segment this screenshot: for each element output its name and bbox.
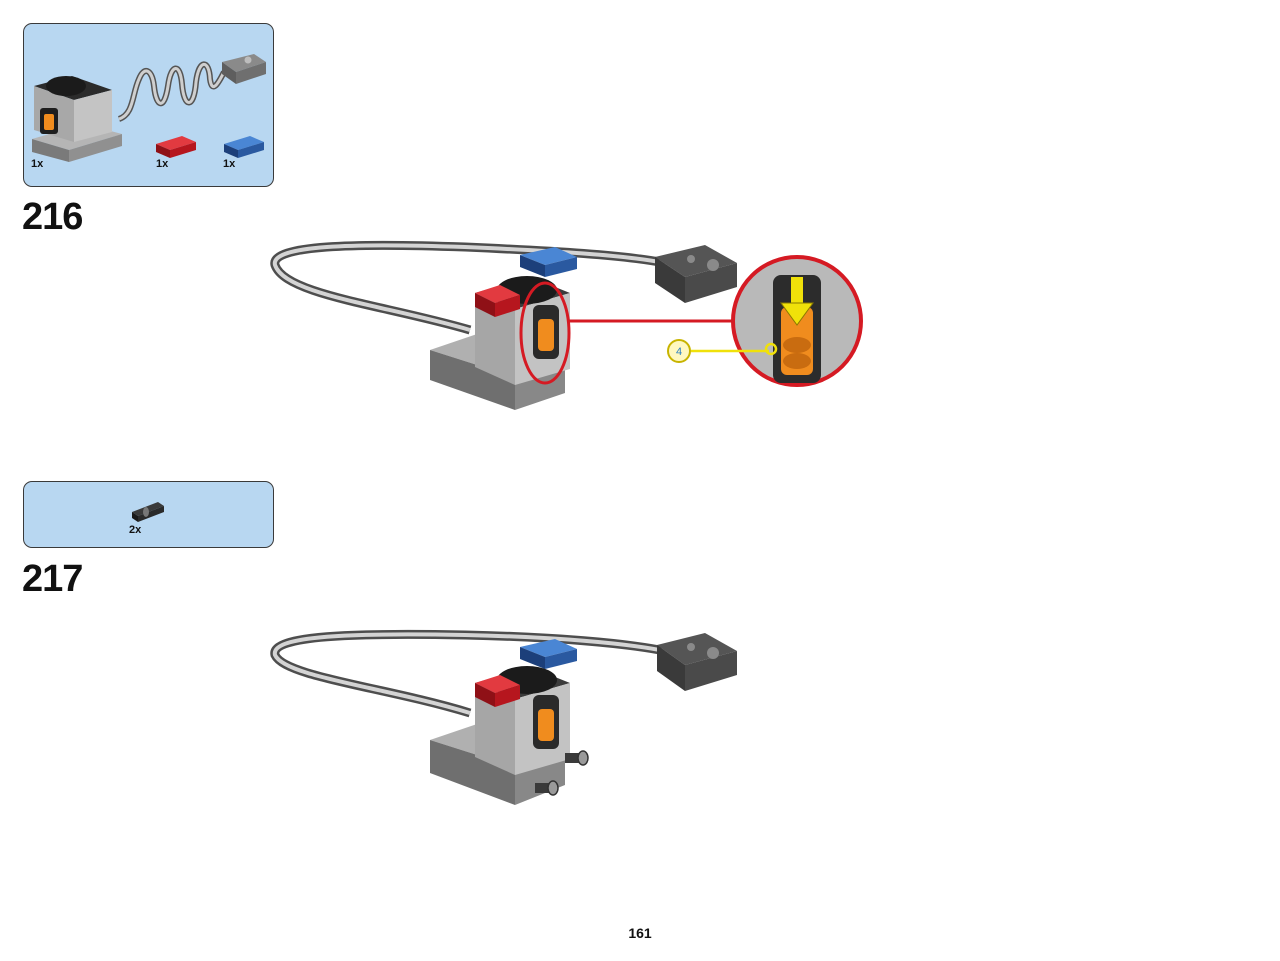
- step-number-217: 217: [22, 558, 83, 600]
- step-216-assembly-image: 4: [270, 240, 863, 410]
- axle-pin-part-image: [132, 502, 164, 522]
- parts-list-step-216: 1x 1x 1x: [23, 23, 274, 187]
- callout-number: 4: [676, 346, 682, 358]
- parts-list-step-217: 2x: [23, 481, 274, 548]
- step-number-216: 216: [22, 196, 83, 238]
- part-qty-battery-box: 1x: [31, 158, 44, 170]
- red-tile-part-image: [156, 136, 196, 158]
- blue-tile-part-image: [224, 136, 264, 158]
- battery-box-part-image: [32, 54, 266, 162]
- page-number: 161: [628, 925, 652, 941]
- part-qty-axle-pin: 2x: [129, 524, 142, 536]
- part-qty-blue-tile: 1x: [223, 158, 236, 170]
- part-qty-red-tile: 1x: [156, 158, 169, 170]
- step-217-assembly-image: [270, 629, 737, 805]
